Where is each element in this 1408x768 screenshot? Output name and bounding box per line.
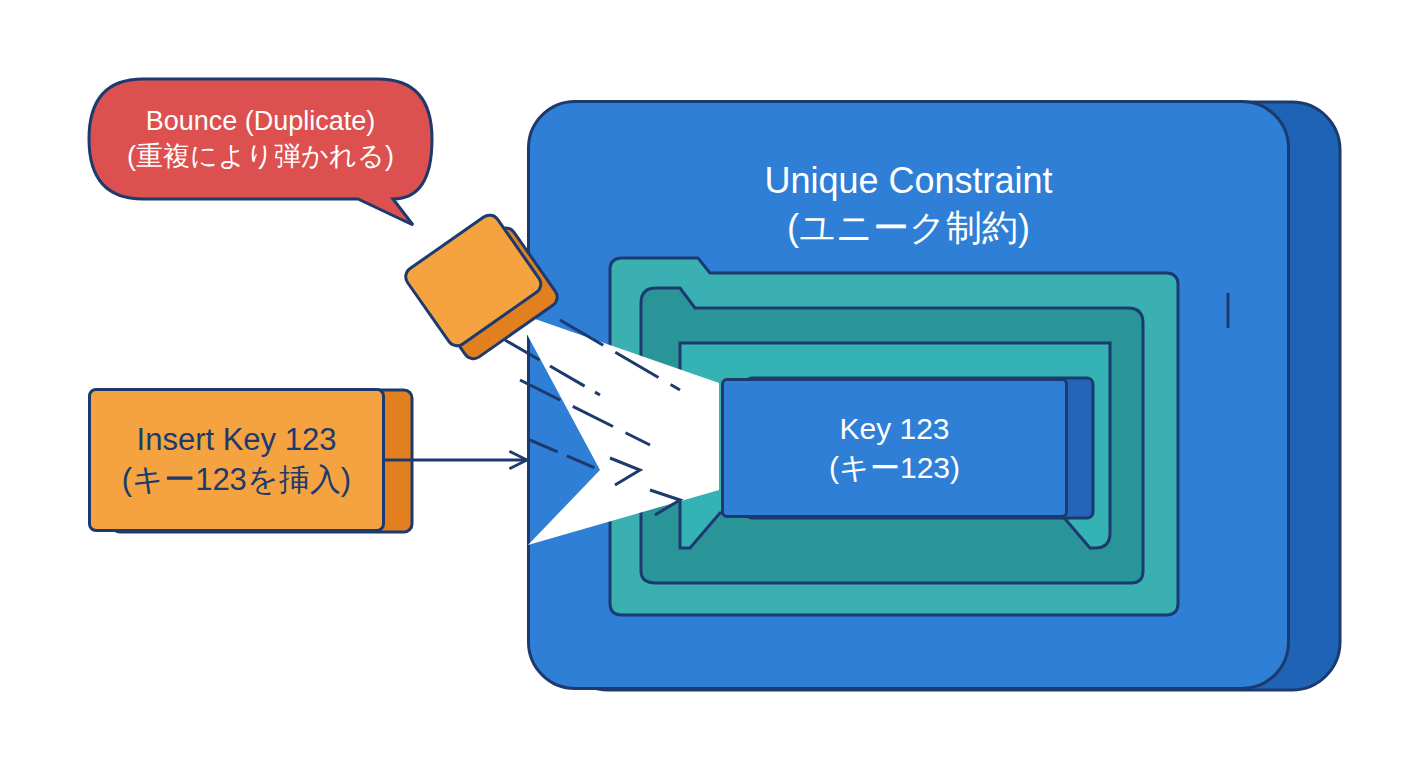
speed-line: [530, 440, 600, 470]
motion-wedge: [515, 312, 719, 545]
highlight-line: [1227, 293, 1230, 328]
text-group: Bounce (Duplicate)(重複により弾かれる): [88, 78, 433, 200]
stored-key-box: Key 123(キー123): [721, 378, 1068, 518]
slot-outer: [610, 258, 1178, 615]
node-sublabel: (重複により弾かれる): [127, 139, 394, 174]
constraint-box: Unique Constraint(ユニーク制約) Key 123(キー123): [527, 100, 1290, 690]
bubble-shape: [89, 79, 432, 225]
bouncing-cube: [402, 208, 561, 366]
text-group: Key 123(キー123): [724, 381, 1065, 515]
insert-key-box: Insert Key 123(キー123を挿入): [88, 388, 385, 532]
callout-bubble: Bounce (Duplicate)(重複により弾かれる): [88, 78, 433, 200]
speed-line: [505, 340, 600, 395]
cube-side: [418, 224, 561, 362]
node-sublabel: (キー123を挿入): [122, 460, 351, 500]
slot-tray: [680, 343, 1110, 548]
cube-face: [402, 211, 545, 349]
speed-line: [560, 320, 680, 390]
speed-line: [520, 380, 650, 445]
node-sublabel: (ユニーク制約): [787, 205, 1030, 252]
bubble-outline: [88, 78, 433, 200]
node-label: Insert Key 123: [137, 420, 337, 460]
text-group: Unique Constraint(ユニーク制約): [530, 145, 1287, 265]
node-label: Bounce (Duplicate): [146, 104, 376, 139]
insert-arrow: [385, 459, 527, 462]
speed-chevron: [610, 458, 640, 485]
node-label: Unique Constraint: [764, 158, 1052, 205]
speed-chevron: [650, 490, 680, 515]
text-group: Insert Key 123(キー123を挿入): [91, 391, 382, 529]
node-sublabel: (キー123): [829, 448, 960, 487]
node-label: Key 123: [839, 409, 949, 448]
slot-inner: [641, 288, 1143, 583]
